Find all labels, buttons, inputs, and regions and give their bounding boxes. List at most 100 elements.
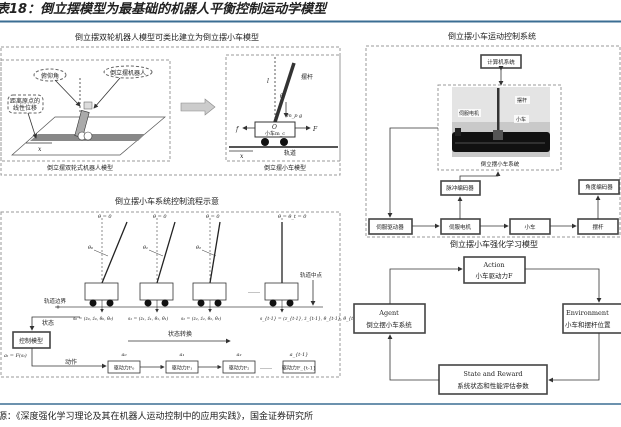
state-vector: s₁ = (z₁, ż₁, θ₁, θ̇₁): [128, 315, 168, 322]
theta-top: θ = 0: [206, 214, 220, 220]
transition-label: 状态转换: [168, 330, 192, 338]
theta-pointer: [93, 249, 109, 257]
pendulum-pole: [101, 221, 128, 284]
force-label: 驱动力F₀: [114, 365, 134, 372]
panel-flow-title: 倒立摆小车系统控制流程示意: [115, 196, 219, 206]
panel-flow: 倒立摆小车系统控制流程示意 轨道边界 轨道中点 θ = 0 θ₀ s₀ = (z₀,…: [0, 196, 362, 378]
robot-icon: [74, 101, 93, 141]
label-theta: θ: [280, 93, 284, 100]
label-o: O: [272, 124, 277, 131]
panel-flow-frame: [0, 211, 341, 378]
state-en: State and Reward: [463, 370, 522, 378]
label-z: x: [240, 153, 244, 160]
action-symbol: a₁: [180, 352, 185, 358]
action-box: [463, 256, 526, 284]
track-center: 轨道中点: [300, 271, 323, 279]
label-cart: 小车m_c: [265, 130, 285, 137]
pulse-encoder: 脉冲编码器: [446, 184, 474, 192]
angle-encoder: 角度编码器: [585, 183, 613, 191]
cart-wheel: [197, 299, 205, 307]
label-pitch: 俯仰角: [41, 72, 59, 80]
label-track: 轨道: [284, 149, 296, 157]
cart-wheel: [144, 299, 152, 307]
robot-caption: 倒立摆双轮式机器人模型: [47, 164, 113, 172]
pole: [273, 62, 296, 123]
panel-model: 倒立摆双轮机器人模型可类比建立为倒立摆小车模型 俯仰角 倒立摆机器人 距离原点的…: [0, 32, 341, 176]
cart-wheel: [106, 299, 114, 307]
cart-body: [192, 282, 227, 301]
state-reward-box: [438, 364, 548, 395]
photo-motor-label: 伺服电机: [459, 110, 479, 117]
force-label: 驱动力F_{t-1}: [282, 365, 316, 372]
action-symbol: a_{t-1}: [290, 352, 309, 358]
theta-top: θ = 0: [98, 214, 112, 220]
theta-top: θ = θ_t = 0: [278, 214, 307, 220]
panel-control: 倒立摆小车运动控制系统 计算机系统 摆杆 小车 伺服电机 倒立摆小车系统 脉冲编…: [365, 31, 621, 238]
cart-body: [264, 282, 299, 301]
force-label: 驱动力F₂: [229, 365, 249, 372]
photo-cart-label: 小车: [516, 116, 526, 123]
label-F: F: [312, 126, 318, 133]
theta-label: θ₀: [88, 245, 93, 251]
state-label: 状态: [42, 319, 54, 327]
servo-driver-box: [368, 218, 413, 235]
cart-caption: 倒立摆小车模型: [264, 164, 306, 172]
action-symbol: a₀: [122, 352, 127, 358]
servo-driver: 伺服驱动器: [376, 223, 404, 231]
cart-wheel: [214, 299, 222, 307]
panel-rl: 倒立摆小车强化学习模型 Action 小车驱动力F Agent 倒立摆小车系统 …: [353, 239, 621, 395]
agent-box: [353, 303, 426, 334]
panel-control-title: 倒立摆小车运动控制系统: [448, 31, 536, 41]
theta-top: θ = 0: [153, 214, 167, 220]
action-en: Action: [482, 261, 504, 269]
theta-pointer: [148, 249, 164, 257]
theta-label: θ₂: [196, 245, 201, 251]
label-pole: 摆杆: [301, 73, 313, 81]
label-x: x: [38, 146, 42, 153]
cart-wheel: [269, 299, 277, 307]
cart-model-frame: [225, 54, 341, 162]
theta-label: θ₁: [143, 245, 148, 251]
track-boundary: 轨道边界: [44, 297, 67, 305]
agent-en: Agent: [378, 309, 399, 317]
system-frame: [437, 84, 562, 171]
pulse-encoder-box: [440, 180, 481, 196]
state-vector: s₀ = (z₀, ż₀, θ₀, θ̇₀): [73, 315, 113, 322]
source: 源：《深度强化学习理论及其在机器人运动控制中的应用实践》，国金证券研究所: [0, 410, 313, 422]
action-label: 动作: [65, 358, 77, 366]
panel-rl-title: 倒立摆小车强化学习模型: [450, 239, 538, 249]
ellipsis: ……: [260, 364, 272, 371]
pole: 摆杆: [592, 223, 604, 231]
force-box: [222, 360, 256, 374]
cart-wheel: [89, 299, 97, 307]
control-model: 控制模型: [19, 337, 43, 345]
label-disp-2: 线性位移: [13, 104, 37, 112]
policy: aₜ = F(sₜ): [4, 352, 27, 359]
angle-encoder-box: [578, 179, 620, 195]
label-l: l: [267, 78, 269, 85]
photo-pole-label: 摆杆: [517, 97, 527, 104]
cart-wheel: [161, 299, 169, 307]
action-zh: 小车驱动力F: [475, 271, 513, 280]
arrow-right-icon: [180, 98, 216, 116]
label-robot: 倒立摆机器人: [110, 69, 146, 77]
cart-body: [84, 282, 119, 301]
cart-box: [509, 218, 551, 235]
system-caption: 倒立摆小车系统: [481, 160, 520, 168]
panel-model-title: 倒立摆双轮机器人模型可类比建立为倒立摆小车模型: [75, 32, 259, 42]
state-zh: 系统状态和性能评估参数: [457, 381, 529, 390]
force-label: 驱动力F₁: [172, 365, 192, 372]
cart-body: [139, 282, 174, 301]
control-model-box: [12, 331, 51, 349]
action-symbol: a₂: [237, 352, 242, 358]
label-mpg: m_p g: [287, 113, 302, 119]
ellipsis: ……: [248, 288, 260, 295]
theta-pointer: [201, 249, 217, 257]
cart-wheel: [286, 299, 294, 307]
panel-control-frame: [365, 45, 621, 238]
label-disp-1: 距离原点的: [10, 97, 40, 105]
force-box: [282, 360, 316, 374]
pendulum-pole: [156, 221, 176, 284]
cart-body: [254, 121, 296, 138]
